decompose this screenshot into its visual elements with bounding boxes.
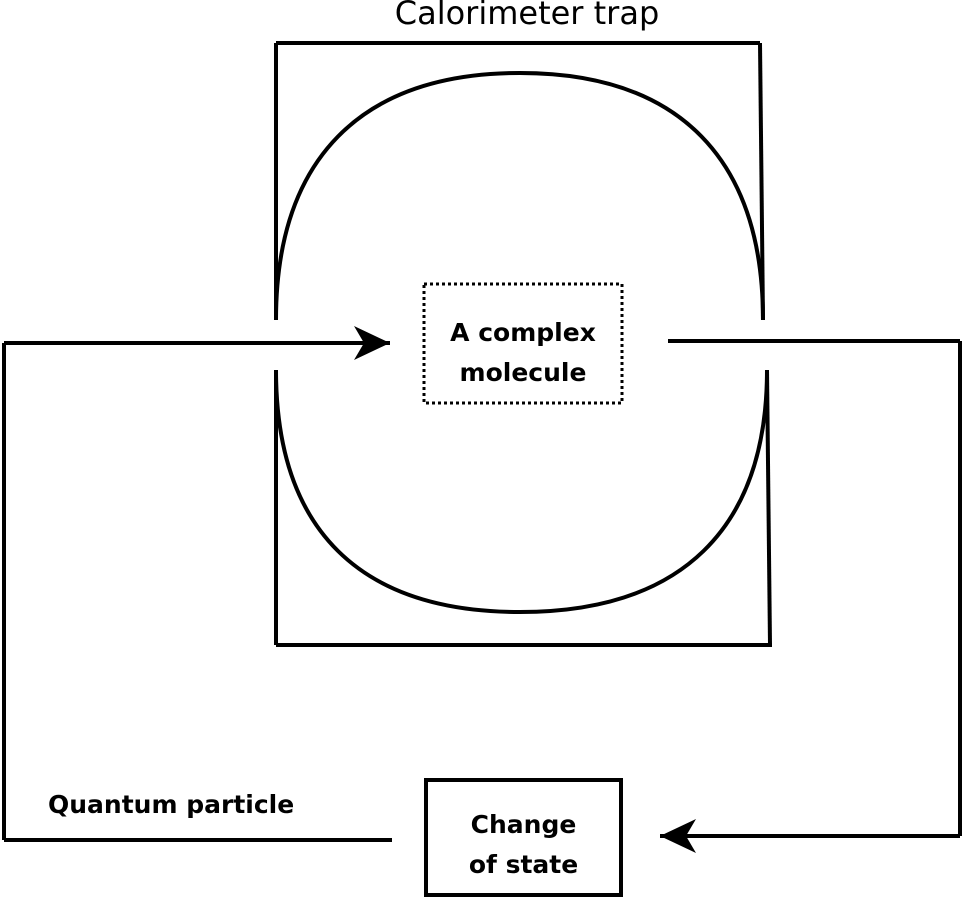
diagram-title: Calorimeter trap: [394, 0, 660, 32]
molecule-label-line2: molecule: [459, 358, 587, 387]
trap-inner-curve-lower: [274, 369, 769, 615]
trap-right-edge-lower: [765, 369, 772, 646]
trap-inner-curve-upper: [274, 70, 765, 321]
particle-loop: [2, 326, 962, 853]
molecule-label-line1: A complex: [450, 318, 596, 347]
state-label-line1: Change: [470, 810, 577, 839]
state-box: [424, 778, 623, 897]
quantum-particle-label: Quantum particle: [48, 790, 295, 819]
molecule-label: A complex molecule: [424, 313, 622, 393]
calorimeter-trap: [274, 41, 772, 647]
molecule-box: [422, 282, 624, 405]
state-label: Change of state: [426, 805, 621, 885]
state-label-line2: of state: [468, 850, 579, 879]
